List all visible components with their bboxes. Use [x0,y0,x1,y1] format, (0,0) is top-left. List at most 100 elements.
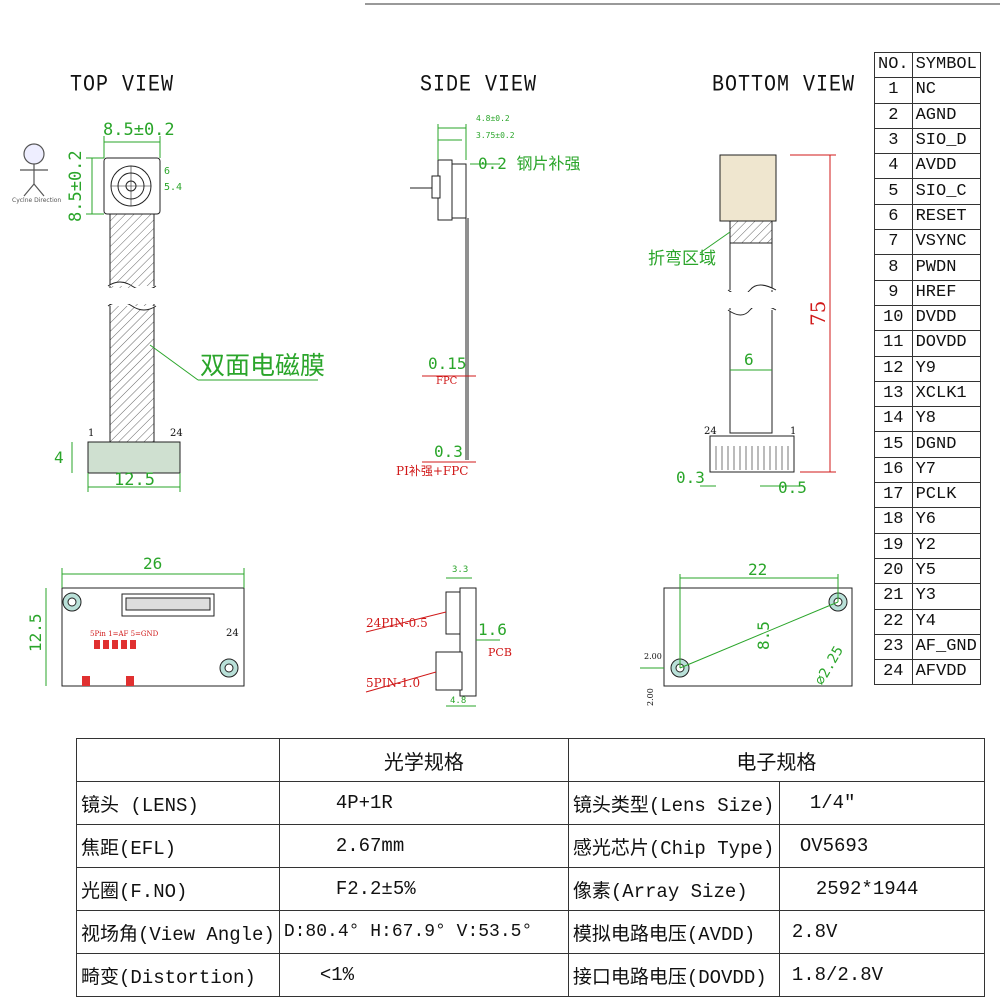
pin-no: 24 [874,659,913,686]
spec-optical-name: 视场角(View Angle) [76,910,280,954]
pin-table-header: NO. SYMBOL [874,51,981,79]
cyclone-direction-logo [20,143,48,197]
pin-no: 7 [874,229,913,256]
pin-no: 8 [874,254,913,281]
pin-symbol: Y4 [911,608,981,635]
pin-header-no: NO. [874,51,913,79]
pin-no: 3 [874,127,913,155]
pin-symbol: PWDN [911,254,981,281]
bottom-dim-right: 0.5 [778,478,807,497]
length-dim: 75 [806,300,830,326]
top-height-dim: 8.5±0.2 [66,150,86,222]
pin-symbol: AF_GND [911,633,981,661]
spec-optical-name: 光圈(F.NO) [76,867,280,911]
bottom-width-dim: 6 [744,350,754,369]
spec-electronic-name: 模拟电路电压(AVDD) [567,910,780,954]
spec-optical-value: 2.67mm [278,824,569,868]
pin-symbol: VSYNC [911,229,981,256]
spec-electronic-name: 镜头类型(Lens Size) [567,781,780,825]
top-pin-left: 1 [88,428,95,439]
pin-symbol: DVDD [911,304,981,332]
spec-row: 焦距(EFL) 2.67mm 感光芯片(Chip Type) OV5693 [76,824,985,868]
bottom-stiffener [719,154,777,222]
spec-header-row: 光学规格 电子规格 [76,738,985,782]
side-view-drawing [410,124,500,463]
spec-electronic-value: 1.8/2.8V [778,953,985,997]
board-left-height: 12.5 [26,613,45,652]
spec-electronic-name: 像素(Array Size) [567,867,780,911]
flex-cable [109,213,155,443]
bend-label: 折弯区域 [648,249,716,269]
fpc-label: FPC [436,376,458,387]
pin-symbol: SIO_C [911,178,981,205]
top-view-drawing [71,136,318,492]
top-tiny-dim-2: 5.4 [164,182,183,193]
pin-symbol: DGND [911,431,981,458]
board-mid-bottom-dim: 4.8 [450,696,467,706]
board-left-pin-text: 5Pin 1=AF 5=GND [90,630,159,638]
board-mid-top-dim: 3.3 [452,565,469,575]
pin-symbol: Y3 [911,583,981,610]
side-dim-a: 4.8±0.2 [476,114,510,123]
label-24pin: 24PIN-0.5 [366,616,428,630]
top-conn-height: 4 [54,448,64,467]
board-right-offset-y: 2.00 [646,688,655,706]
pin-no: 16 [874,456,913,484]
pin-header-symbol: SYMBOL [911,51,981,79]
pin-symbol: Y6 [911,507,981,534]
pin-no: 2 [874,102,913,129]
top-view-title: TOP VIEW [70,72,175,99]
spec-optical-name: 焦距(EFL) [76,824,280,868]
pin-no: 22 [874,608,913,635]
pin-symbol: AVDD [911,153,981,180]
pin-symbol: Y5 [911,557,981,585]
electronic-spec-header: 电子规格 [567,738,985,782]
pin-symbol: PCLK [911,482,981,509]
pin-symbol: AGND [911,102,981,129]
bottom-dim-left: 0.3 [676,468,705,487]
board-right-width: 22 [748,560,768,579]
board-left-width: 26 [143,554,163,573]
top-width-dim: 8.5±0.2 [103,120,175,140]
top-tiny-dim-1: 6 [164,166,171,177]
spec-electronic-value: OV5693 [778,824,985,868]
board-mid-thickness: 1.6 [478,620,507,639]
top-conn-width: 12.5 [114,470,155,490]
spec-optical-name: 镜头 (LENS) [76,781,280,825]
pcb-label: PCB [488,646,512,659]
spec-header-blank [76,738,280,782]
board-left-drawing [45,568,245,687]
spec-electronic-name: 接口电路电压(DOVDD) [567,953,780,997]
pin-no: 11 [874,330,913,357]
spec-table: 光学规格 电子规格 镜头 (LENS) 4P+1R 镜头类型(Lens Size… [76,738,985,997]
optical-spec-header: 光学规格 [278,738,569,782]
bottom-view-drawing [699,154,836,487]
pin-symbol: SIO_D [911,127,981,155]
board-right-height: 8.5 [754,621,773,650]
top-pin-right: 24 [170,428,183,439]
spec-row: 光圈(F.NO) F2.2±5% 像素(Array Size) 2592*194… [76,867,985,911]
pin-symbol: HREF [911,279,981,306]
bottom-view-title: BOTTOM VIEW [712,72,856,99]
pin-symbol: Y2 [911,532,981,559]
spec-electronic-name: 感光芯片(Chip Type) [567,824,780,868]
pin-symbol: Y8 [911,406,981,433]
spec-row: 畸变(Distortion) <1% 接口电路电压(DOVDD) 1.8/2.8… [76,953,985,997]
